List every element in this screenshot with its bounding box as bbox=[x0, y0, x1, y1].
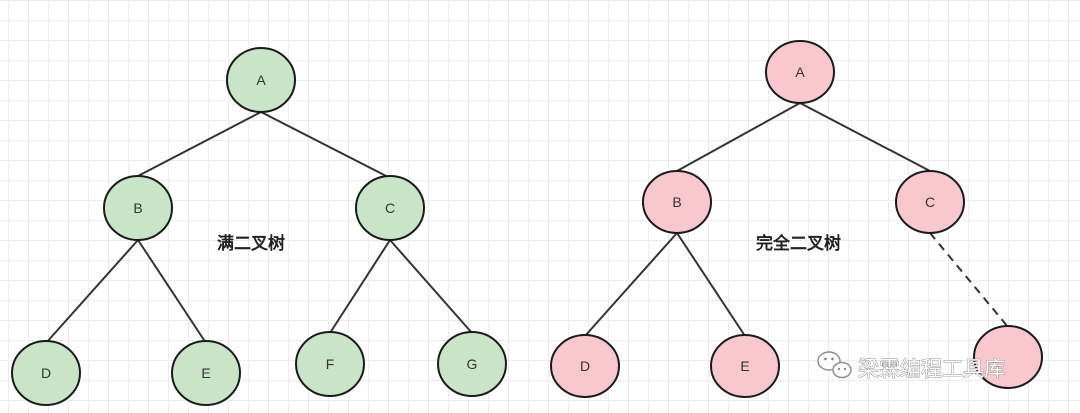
node-c: C bbox=[355, 175, 425, 241]
node-e: E bbox=[171, 340, 241, 406]
node-e: E bbox=[710, 334, 780, 398]
node-label: D bbox=[580, 358, 590, 374]
complete-tree-caption: 完全二叉树 bbox=[756, 233, 841, 254]
node-label: F bbox=[326, 356, 335, 372]
full-tree-caption: 满二叉树 bbox=[217, 233, 285, 254]
edge-b-d bbox=[584, 232, 678, 337]
node-label: A bbox=[256, 72, 266, 88]
node-label: C bbox=[925, 194, 935, 210]
watermark-text: 梁霖编程工具库 bbox=[858, 357, 1005, 381]
edge-a-c bbox=[799, 102, 931, 172]
node-b: B bbox=[103, 175, 173, 241]
edge-b-e bbox=[137, 239, 207, 344]
node-label: G bbox=[467, 356, 478, 372]
wechat-icon bbox=[817, 351, 852, 379]
edge-c-dashed bbox=[929, 232, 1009, 328]
node-a: A bbox=[765, 40, 835, 104]
node-label: D bbox=[41, 365, 51, 381]
node-label: A bbox=[795, 64, 805, 80]
edge-c-g bbox=[389, 239, 473, 334]
edge-a-b bbox=[137, 111, 262, 177]
complete-binary-tree: A B C D E 完全二叉树 bbox=[550, 40, 1043, 398]
watermark: 梁霖编程工具库 bbox=[817, 351, 1005, 381]
node-hidden bbox=[973, 325, 1043, 389]
node-label: C bbox=[385, 200, 395, 216]
edge-c-f bbox=[329, 239, 391, 334]
node-label: B bbox=[672, 194, 681, 210]
edge-b-e bbox=[676, 232, 746, 337]
node-d: D bbox=[550, 334, 620, 398]
node-c: C bbox=[895, 170, 965, 234]
node-g: G bbox=[437, 331, 507, 397]
edge-a-b bbox=[676, 102, 801, 172]
node-label: B bbox=[133, 200, 142, 216]
node-a: A bbox=[226, 47, 296, 113]
node-d: D bbox=[11, 340, 81, 406]
edge-b-d bbox=[45, 239, 139, 344]
node-label: E bbox=[740, 358, 749, 374]
node-label: E bbox=[201, 365, 210, 381]
node-b: B bbox=[642, 170, 712, 234]
full-binary-tree: A B C D E F G bbox=[11, 47, 507, 406]
edge-a-c bbox=[260, 111, 391, 179]
node-f: F bbox=[295, 331, 365, 397]
